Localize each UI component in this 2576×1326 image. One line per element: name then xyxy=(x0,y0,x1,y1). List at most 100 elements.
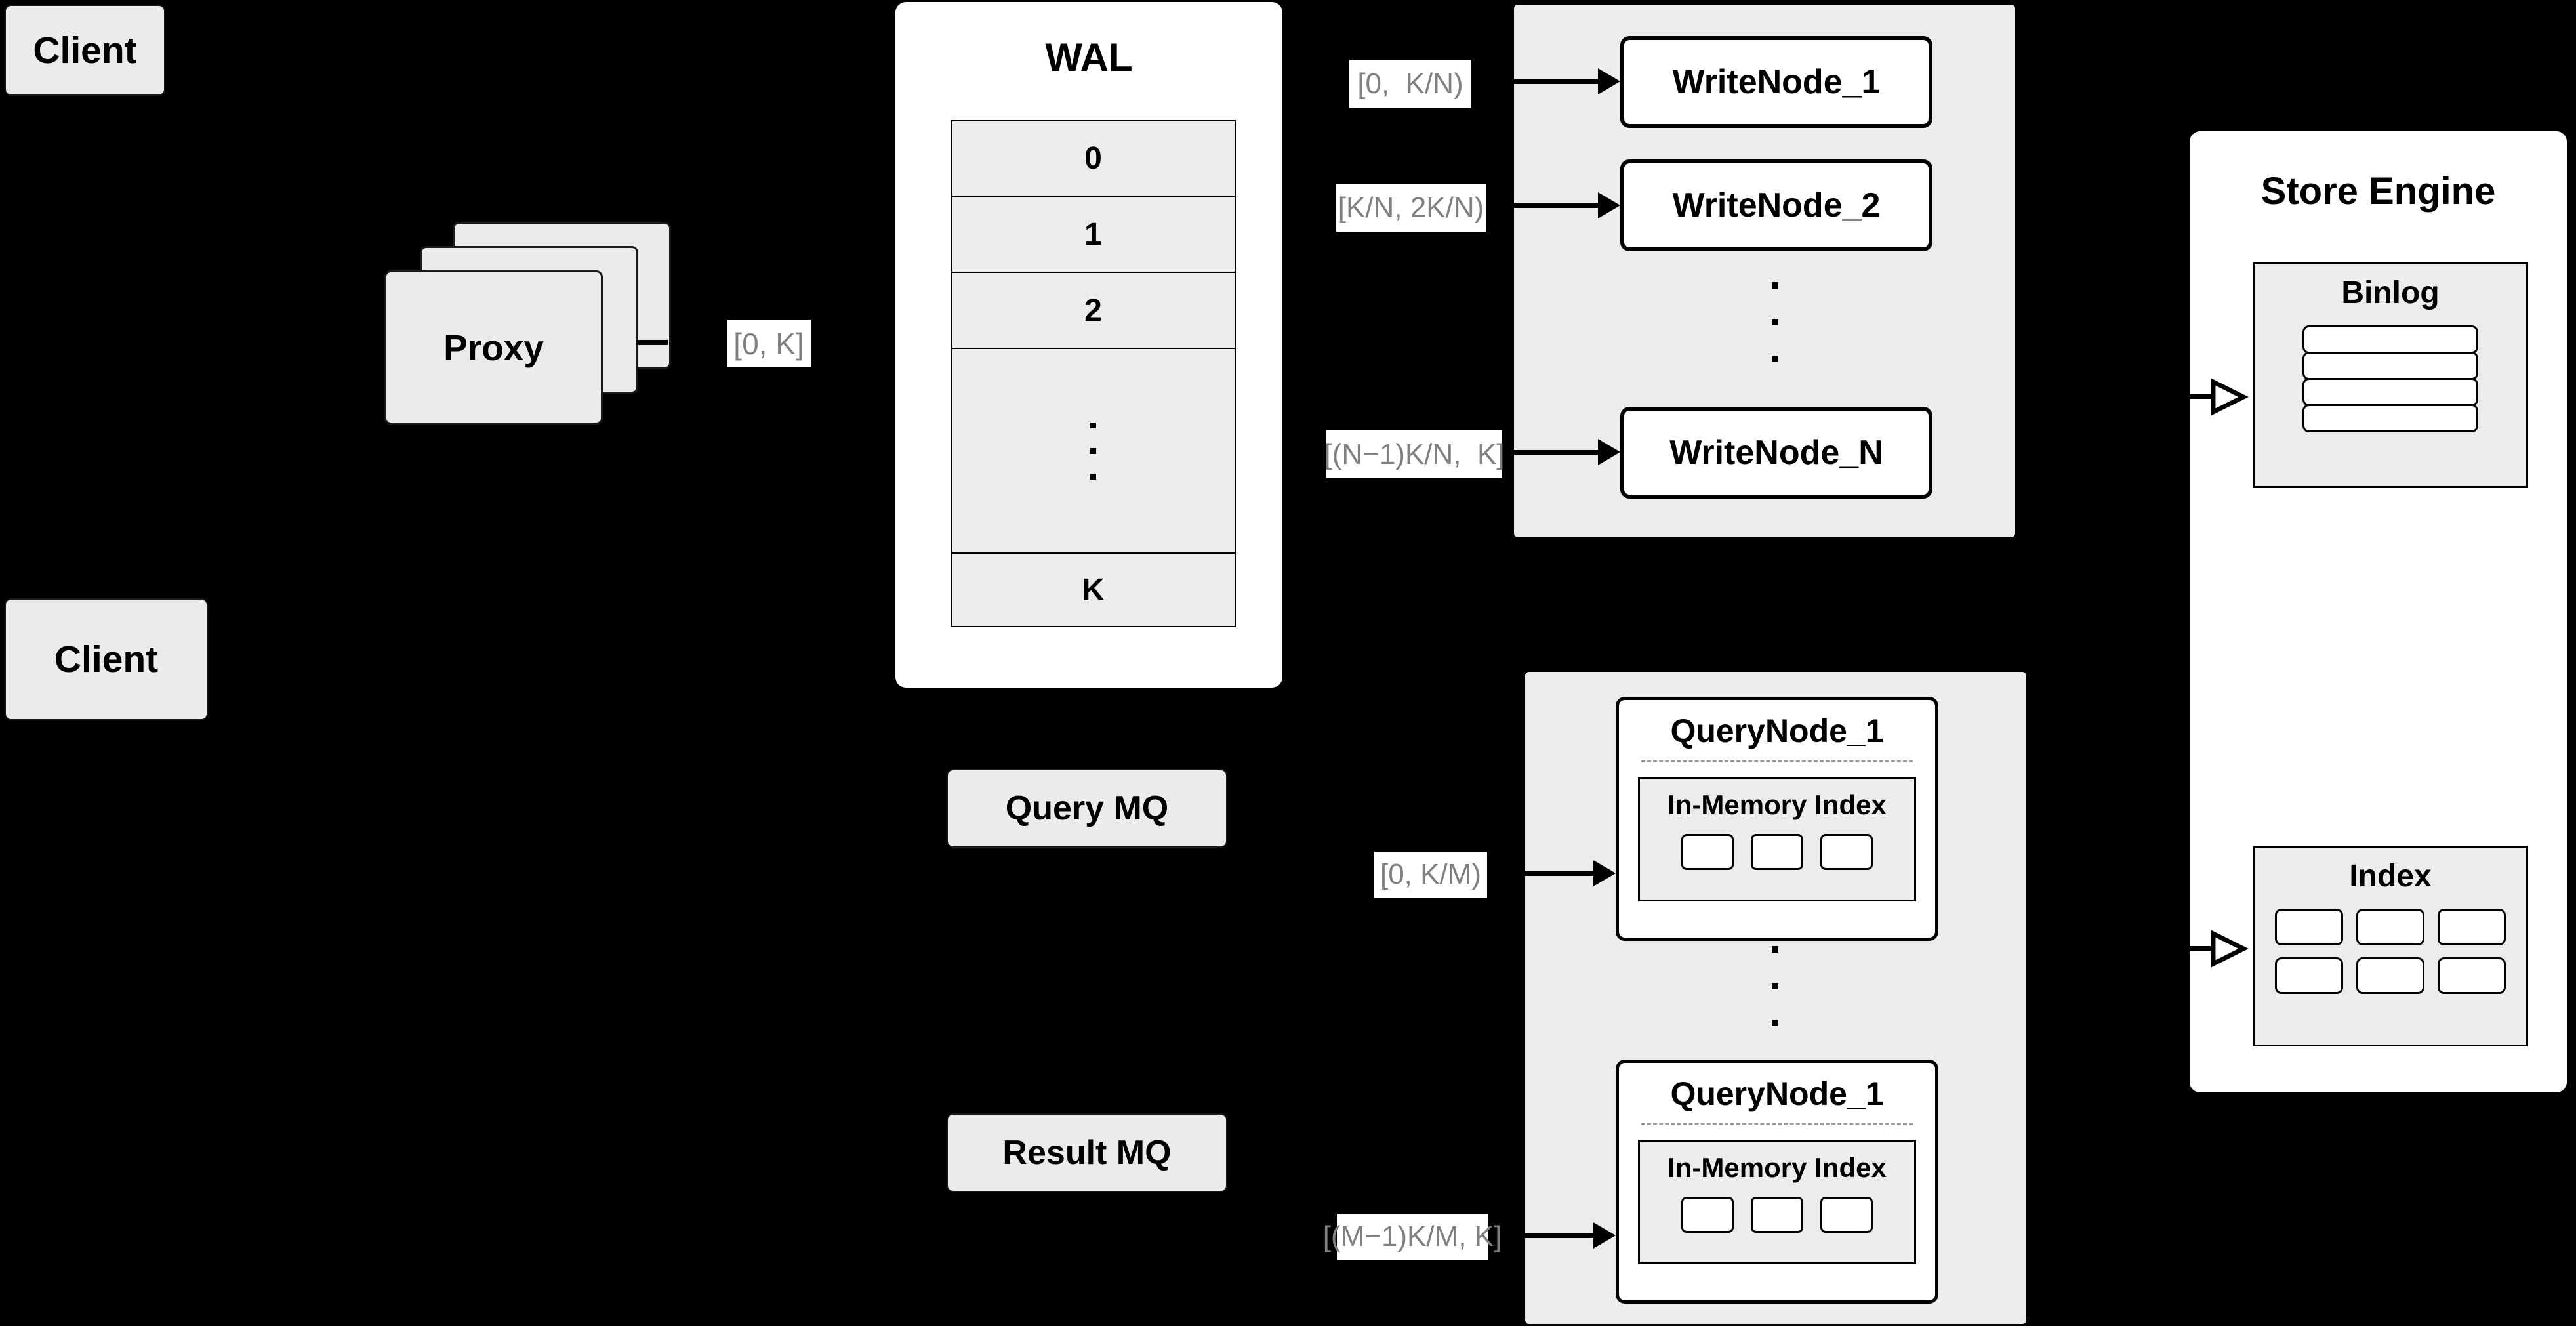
write-cluster-ellipsis xyxy=(1772,282,1778,362)
write-node-1-label: WriteNode_1 xyxy=(1672,63,1881,101)
proxy-node-label: Proxy xyxy=(443,327,544,368)
in-memory-index-title: In-Memory Index xyxy=(1667,1152,1887,1183)
client-node-2[interactable]: Client xyxy=(5,598,208,720)
query-mq-node[interactable]: Query MQ xyxy=(947,769,1227,848)
query-node-m-divider xyxy=(1641,1123,1913,1125)
wal-row[interactable]: 0 xyxy=(952,121,1235,197)
binlog-row[interactable] xyxy=(2302,378,2478,406)
result-mq-node[interactable]: Result MQ xyxy=(947,1113,1227,1192)
result-mq-label: Result MQ xyxy=(1002,1134,1172,1172)
store-engine-title: Store Engine xyxy=(2260,170,2496,213)
write-node-n-label: WriteNode_N xyxy=(1669,434,1883,472)
client-node-1[interactable]: Client xyxy=(5,5,165,96)
ellipsis-dot xyxy=(1090,422,1096,428)
wal-row-label: 1 xyxy=(1084,217,1102,252)
index-cell[interactable] xyxy=(2275,957,2343,994)
ellipsis-dot xyxy=(1772,946,1778,953)
ellipsis-dot xyxy=(1772,319,1778,325)
edge-label-proxy-to-wal: [0, K] xyxy=(727,320,811,367)
client-node-1-label: Client xyxy=(33,29,137,72)
wal-row-ellipsis xyxy=(952,349,1235,554)
query-node-1[interactable]: QueryNode_1 In-Memory Index xyxy=(1616,697,1938,941)
in-memory-index-title: In-Memory Index xyxy=(1667,789,1887,820)
query-cluster-ellipsis xyxy=(1772,946,1778,1026)
proxy-to-wal-stub xyxy=(636,340,668,345)
index-cell[interactable] xyxy=(1751,1197,1803,1233)
ellipsis-dot xyxy=(1772,282,1778,289)
binlog-row[interactable] xyxy=(2302,404,2478,432)
in-memory-index-cells xyxy=(1681,1197,1873,1233)
query-node-m-in-memory-index: In-Memory Index xyxy=(1638,1140,1916,1264)
edge-label-write-node-n-text: [(N−1)K/N, K] xyxy=(1324,438,1505,470)
store-engine-panel: Store Engine Binlog Index xyxy=(2190,131,2567,1092)
wal-row[interactable]: K xyxy=(952,554,1235,626)
query-node-1-divider xyxy=(1641,760,1913,762)
query-node-m[interactable]: QueryNode_1 In-Memory Index xyxy=(1616,1060,1938,1304)
proxy-node[interactable]: Proxy xyxy=(384,270,603,425)
arrowhead-binlog-open-icon xyxy=(2211,378,2249,416)
ellipsis-dot xyxy=(1772,356,1778,362)
arrow-to-query-node-m xyxy=(1525,1233,1595,1238)
arrow-to-query-node-1 xyxy=(1525,871,1595,876)
arrow-to-write-node-1 xyxy=(1514,79,1599,84)
write-node-n[interactable]: WriteNode_N xyxy=(1620,407,1932,499)
edge-label-query-node-1-text: [0, K/M) xyxy=(1380,858,1482,890)
arrow-to-binlog xyxy=(2177,394,2216,399)
edge-label-write-node-1: [0, K/N) xyxy=(1349,60,1471,108)
write-node-2-label: WriteNode_2 xyxy=(1672,186,1881,224)
edge-label-proxy-to-wal-text: [0, K] xyxy=(733,326,804,361)
index-cell[interactable] xyxy=(1820,1197,1873,1233)
arrow-to-write-node-2 xyxy=(1514,203,1599,208)
edge-label-write-node-n: [(N−1)K/N, K] xyxy=(1324,430,1505,478)
index-cell[interactable] xyxy=(2356,957,2424,994)
index-cell[interactable] xyxy=(2275,909,2343,945)
query-node-1-in-memory-index: In-Memory Index xyxy=(1638,777,1916,901)
edge-label-write-node-2-text: [K/N, 2K/N) xyxy=(1338,191,1484,224)
edge-label-query-node-m-text: [(M−1)K/M, K] xyxy=(1322,1220,1502,1253)
wal-row-label: K xyxy=(1082,572,1105,608)
index-cell[interactable] xyxy=(2438,957,2506,994)
arrowhead-index-open-icon xyxy=(2211,930,2249,968)
binlog-row[interactable] xyxy=(2302,352,2478,380)
ellipsis-dot xyxy=(1090,447,1096,454)
query-node-1-title: QueryNode_1 xyxy=(1670,713,1884,749)
ellipsis-dot xyxy=(1772,1020,1778,1026)
index-cells-grid xyxy=(2275,909,2506,994)
edge-label-write-node-1-text: [0, K/N) xyxy=(1357,67,1463,100)
wal-table: 0 1 2 K xyxy=(951,120,1236,627)
index-cell[interactable] xyxy=(1681,834,1734,870)
ellipsis-dot xyxy=(1772,983,1778,989)
index-panel: Index xyxy=(2253,846,2528,1046)
query-mq-label: Query MQ xyxy=(1005,789,1169,827)
arrow-to-index xyxy=(2177,946,2216,951)
write-node-1[interactable]: WriteNode_1 xyxy=(1620,36,1932,128)
edge-label-query-node-1: [0, K/M) xyxy=(1374,852,1487,898)
index-cell[interactable] xyxy=(1681,1197,1734,1233)
index-cell[interactable] xyxy=(2356,909,2424,945)
index-cell[interactable] xyxy=(2438,909,2506,945)
wal-row[interactable]: 2 xyxy=(952,273,1235,349)
binlog-panel: Binlog xyxy=(2253,262,2528,488)
arrowhead-write-node-2 xyxy=(1598,192,1620,218)
edge-label-query-node-m: [(M−1)K/M, K] xyxy=(1323,1214,1502,1260)
ellipsis-dot xyxy=(1090,473,1096,480)
arrowhead-write-node-n xyxy=(1598,439,1620,465)
wal-title: WAL xyxy=(1045,35,1133,79)
wal-row-label: 2 xyxy=(1084,293,1102,328)
arrowhead-query-node-1 xyxy=(1593,860,1616,886)
in-memory-index-cells xyxy=(1681,834,1873,870)
wal-row[interactable]: 1 xyxy=(952,197,1235,273)
binlog-title: Binlog xyxy=(2341,276,2440,310)
arrowhead-query-node-m xyxy=(1593,1222,1616,1249)
index-cell[interactable] xyxy=(1751,834,1803,870)
wal-panel: WAL 0 1 2 K xyxy=(895,2,1282,688)
wal-row-label: 0 xyxy=(1084,141,1102,176)
index-title: Index xyxy=(2349,859,2432,894)
index-cell[interactable] xyxy=(1820,834,1873,870)
write-node-2[interactable]: WriteNode_2 xyxy=(1620,159,1932,251)
binlog-row[interactable] xyxy=(2302,325,2478,354)
edge-label-write-node-2: [K/N, 2K/N) xyxy=(1336,184,1486,232)
query-node-m-title: QueryNode_1 xyxy=(1670,1075,1884,1112)
arrow-to-write-node-n xyxy=(1514,450,1599,455)
